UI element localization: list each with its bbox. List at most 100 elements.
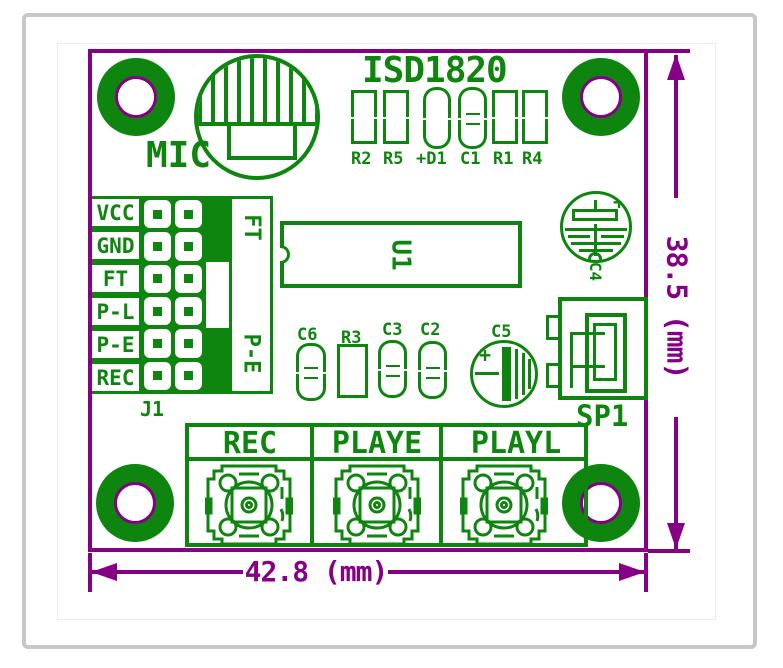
c5-bar — [502, 347, 511, 401]
extension-line — [644, 553, 648, 592]
pin-label-text: VCC — [96, 200, 135, 225]
hole-drill — [115, 76, 157, 118]
c5-footprint: + — [470, 340, 538, 408]
pad-center — [184, 338, 193, 348]
diode-footprint-d1 — [423, 87, 451, 149]
j1-pad — [144, 200, 171, 229]
sp1-tab — [546, 315, 560, 340]
resistor-footprint-r1 — [492, 90, 518, 144]
j1-pad — [144, 264, 171, 293]
inner-frame-line — [57, 43, 716, 620]
mounting-hole — [562, 58, 640, 136]
sp1-line — [570, 332, 573, 388]
u1-footprint: U1 — [280, 221, 522, 288]
component-label-c6: C6 — [297, 325, 318, 345]
j1-pad — [175, 200, 202, 229]
dimension-height: 38.5 (mm) — [660, 235, 693, 379]
pad-center — [184, 274, 193, 284]
pin-label-text: FT — [102, 266, 129, 291]
dimension-line-h — [92, 570, 243, 574]
resistor-footprint-r2 — [351, 90, 377, 144]
component-label-c3: C3 — [382, 320, 403, 340]
c5-hatch-line — [515, 349, 518, 399]
arrowhead-right — [619, 563, 645, 581]
component-label-r4: R4 — [522, 149, 543, 169]
photo-frame — [22, 13, 757, 649]
pad-center — [184, 371, 193, 381]
c4-line — [601, 235, 624, 238]
header-divider — [189, 457, 584, 461]
tact-switch-playl — [460, 464, 548, 546]
j1-refdes: J1 — [140, 397, 165, 421]
c4-footprint: + — [560, 191, 632, 263]
arrowhead-left — [91, 563, 117, 581]
extension-line — [648, 549, 690, 553]
c5-hatch-line — [522, 353, 525, 395]
jumper-label-box: FT P-E — [229, 196, 273, 394]
component-label-r5: R5 — [383, 149, 404, 169]
pin-label-gnd: GND — [92, 229, 142, 262]
hole-drill — [580, 76, 622, 118]
j1-pad — [175, 264, 202, 293]
jumper-label-ft: FT — [238, 214, 264, 241]
component-label-r3: R3 — [341, 328, 362, 348]
pad-center — [153, 241, 162, 251]
pin-label-text: REC — [96, 365, 135, 390]
component-label-r2: R2 — [351, 149, 372, 169]
resistor-footprint-r3 — [337, 344, 368, 398]
mic-footprint — [194, 54, 320, 180]
pad-center — [184, 306, 193, 316]
pad-center — [184, 209, 193, 219]
hole-drill — [114, 482, 156, 524]
extension-line — [648, 49, 690, 53]
u1-refdes: U1 — [386, 238, 416, 271]
dimension-width: 42.8 (mm) — [244, 555, 389, 588]
dimension-line-h — [388, 570, 646, 574]
component-label-c2: C2 — [420, 320, 441, 340]
tact-switch-rec — [205, 464, 293, 546]
jumper-fill-pe — [205, 328, 231, 394]
cell-divider — [310, 427, 314, 543]
capacitor-footprint-c2 — [418, 341, 447, 399]
jumper-fill-ft — [205, 196, 231, 262]
c4-bottom-pad — [588, 252, 602, 260]
sp1-tab — [546, 363, 560, 388]
c4-refdes: C4 — [586, 261, 606, 282]
capacitor-footprint-c1 — [458, 87, 487, 149]
page-title: ISD1820 — [362, 50, 508, 91]
c5-plus-mark: + — [479, 343, 492, 367]
pin-label-pe: P-E — [92, 328, 142, 361]
j1-pad — [175, 232, 202, 261]
mounting-hole — [96, 464, 174, 542]
pad-center — [184, 241, 193, 251]
c5-lead-line — [475, 372, 499, 375]
sp1-inner-rect2 — [593, 323, 617, 381]
dimension-line-v — [674, 55, 678, 198]
mic-hatch — [198, 58, 316, 124]
j1-pad — [144, 296, 171, 326]
buttons-block: REC PLAYE PLAYL — [185, 423, 588, 547]
sp1-line — [570, 332, 605, 335]
jumper-label-pe: P-E — [238, 333, 264, 374]
j1-pad — [144, 329, 171, 358]
j1-pad — [175, 296, 202, 326]
pad-center — [153, 338, 162, 348]
component-label-c1: C1 — [460, 149, 481, 169]
component-label-r1: R1 — [493, 149, 514, 169]
pin-label-rec: REC — [92, 361, 142, 394]
dimension-line-v — [674, 417, 678, 549]
pad-center — [153, 306, 162, 316]
j1-pad — [144, 361, 171, 390]
pin-label-pl: P-L — [92, 295, 142, 328]
resistor-footprint-r4 — [522, 90, 548, 144]
component-label-c5: C5 — [491, 322, 512, 342]
sp1-line — [570, 365, 605, 368]
capacitor-footprint-c6 — [296, 343, 326, 401]
mounting-hole — [562, 464, 640, 542]
mounting-hole — [97, 58, 175, 136]
j1-pad — [144, 232, 171, 261]
j1-pad — [175, 361, 202, 390]
c4-centerline — [594, 224, 597, 256]
resistor-footprint-r5 — [383, 90, 409, 144]
pin-label-text: P-E — [96, 332, 135, 357]
